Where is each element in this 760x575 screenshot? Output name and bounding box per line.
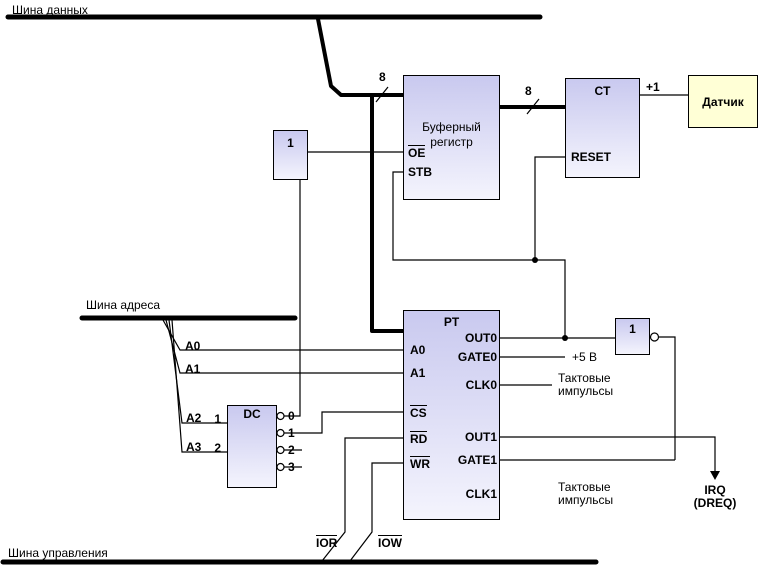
- decoder-out1-label: 1: [288, 426, 295, 440]
- counter-title: CT: [594, 84, 611, 98]
- timer-wr-pin-label: WR: [410, 456, 430, 470]
- buffer-stb-pin-label: STB: [408, 165, 432, 179]
- out1-irq-wire: [500, 436, 716, 472]
- irq-label: IRQ: [704, 483, 726, 497]
- a2-wire: [168, 319, 229, 424]
- buffer-register-block: [403, 75, 500, 200]
- ior-signal-label: IOR: [316, 535, 338, 550]
- databus-branch: [316, 18, 405, 97]
- inverter-right-block: [615, 318, 650, 355]
- decoder-out0-label: 0: [288, 409, 295, 423]
- signal-wires: [162, 86, 716, 562]
- decoder-in1-label: 1: [214, 412, 221, 426]
- bus-width-label-1: 8: [379, 70, 386, 84]
- bus-width-slash-2: [526, 98, 540, 115]
- inverter-output-bubble: [649, 332, 660, 342]
- thick-data-wires: [316, 18, 567, 333]
- decoder-out3-circle: [276, 462, 285, 472]
- iow-text: IOW: [378, 535, 402, 550]
- inverter-out-to-gate1: [659, 336, 676, 460]
- inverter-top-label: 1: [287, 136, 294, 150]
- oe-text: OE: [408, 145, 426, 160]
- sensor-title: Датчик: [702, 95, 744, 109]
- inverter-top-block: [273, 130, 308, 180]
- buffer-oe-pin-label: OE: [408, 145, 426, 160]
- decoder-out0-circle: [276, 411, 285, 421]
- timer-clk0-pin-label: CLK0: [465, 378, 497, 392]
- counter-inc-label: +1: [646, 80, 660, 94]
- data-bus-label: Шина данных: [12, 3, 88, 17]
- sensor-block: [688, 75, 758, 128]
- decoder-block: [227, 405, 277, 488]
- decoder-out3-label: 3: [288, 460, 295, 474]
- decoder-out1-circle: [276, 428, 285, 438]
- ior-text: IOR: [316, 535, 338, 550]
- decoder-title: DC: [243, 407, 261, 421]
- irq-arrowhead: [710, 471, 720, 480]
- a2-signal-label: A2: [186, 411, 202, 425]
- timer-block: [403, 310, 500, 520]
- decoder-out2-label: 2: [288, 443, 295, 457]
- a1-signal-label: A1: [185, 362, 201, 376]
- databus-to-timer: [370, 95, 405, 333]
- counter-block: [565, 78, 640, 178]
- plus5-label: +5 В: [572, 350, 598, 364]
- junction-reset: [532, 257, 538, 263]
- reset-wire: [534, 156, 567, 260]
- decoder-in2-label: 2: [214, 441, 221, 455]
- a1-wire: [165, 319, 405, 374]
- bus-lines: [0, 14, 599, 565]
- iow-signal-label: IOW: [378, 535, 402, 549]
- timer-clk1-pin-label: CLK1: [465, 487, 497, 501]
- timer-a1-pin-label: A1: [410, 366, 426, 380]
- a0-signal-label: A0: [185, 339, 201, 353]
- junction-out0: [562, 335, 568, 341]
- bus-width-slash-1: [375, 86, 389, 103]
- wr-text: WR: [410, 456, 430, 471]
- inversion-circles: [276, 332, 660, 472]
- out0-to-stb-wire: [392, 171, 566, 338]
- junction-dots: [532, 257, 568, 341]
- ior-rd-wire: [321, 437, 405, 562]
- timer-a0-pin-label: A0: [410, 343, 426, 357]
- bus-width-label-2: 8: [525, 84, 532, 98]
- rd-text: RD: [410, 431, 428, 446]
- timer-out1-pin-label: OUT1: [464, 430, 497, 444]
- timer-rd-pin-label: RD: [410, 431, 428, 446]
- counter-reset-pin-label: RESET: [571, 150, 612, 164]
- decoder-out2-circle: [276, 445, 285, 455]
- address-bus-label: Шина адреса: [86, 298, 161, 312]
- cs-text: CS: [410, 405, 427, 420]
- control-bus-label: Шина управления: [8, 546, 108, 560]
- cs-wire: [284, 411, 405, 434]
- timer-gate1-pin-label: GATE1: [457, 453, 497, 467]
- timer-cs-pin-label: CS: [410, 405, 427, 419]
- timer-gate0-pin-label: GATE0: [457, 350, 497, 364]
- timer-out0-pin-label: OUT0: [464, 331, 497, 345]
- a3-wire: [171, 319, 229, 453]
- buffer-register-title: Буферный регистр: [422, 120, 481, 149]
- decoder-out0-to-inverter: [284, 180, 301, 417]
- clk1-clock-label: Тактовые импульсы: [558, 480, 614, 507]
- inverter-right-label: 1: [629, 322, 636, 336]
- dreq-label: (DREQ): [693, 496, 737, 510]
- clk0-clock-label: Тактовые импульсы: [558, 371, 614, 398]
- timer-title: PT: [443, 315, 460, 329]
- a3-signal-label: A3: [186, 440, 202, 454]
- iow-wr-wire: [349, 462, 405, 562]
